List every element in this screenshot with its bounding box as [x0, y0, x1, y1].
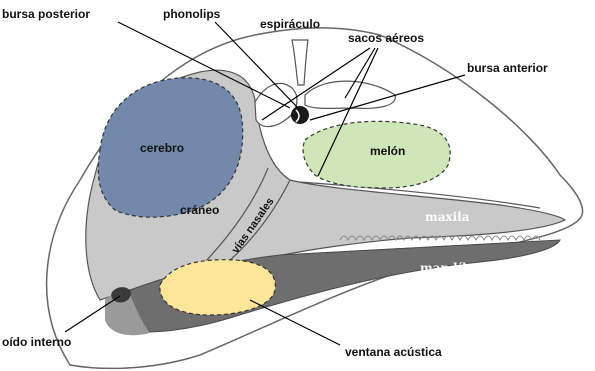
label-espiraculo: espiráculo [260, 17, 320, 31]
label-sacos-aereos: sacos aéreos [348, 31, 424, 45]
label-bursa-anterior: bursa anterior [467, 61, 548, 75]
label-phonolips: phonolips [163, 7, 221, 21]
label-ventana-acustica: ventana acústica [345, 345, 442, 359]
acoustic-window [160, 260, 275, 315]
label-melon: melón [370, 144, 405, 158]
label-cerebro: cerebro [140, 141, 184, 155]
label-mandibula: mandíbula [420, 261, 492, 275]
label-maxila: maxila [425, 210, 470, 224]
label-bursa-posterior: bursa posterior [2, 7, 90, 21]
label-craneo: cráneo [180, 203, 219, 217]
label-oido-interno: oído interno [2, 335, 71, 349]
phonolips-lips [291, 106, 309, 124]
